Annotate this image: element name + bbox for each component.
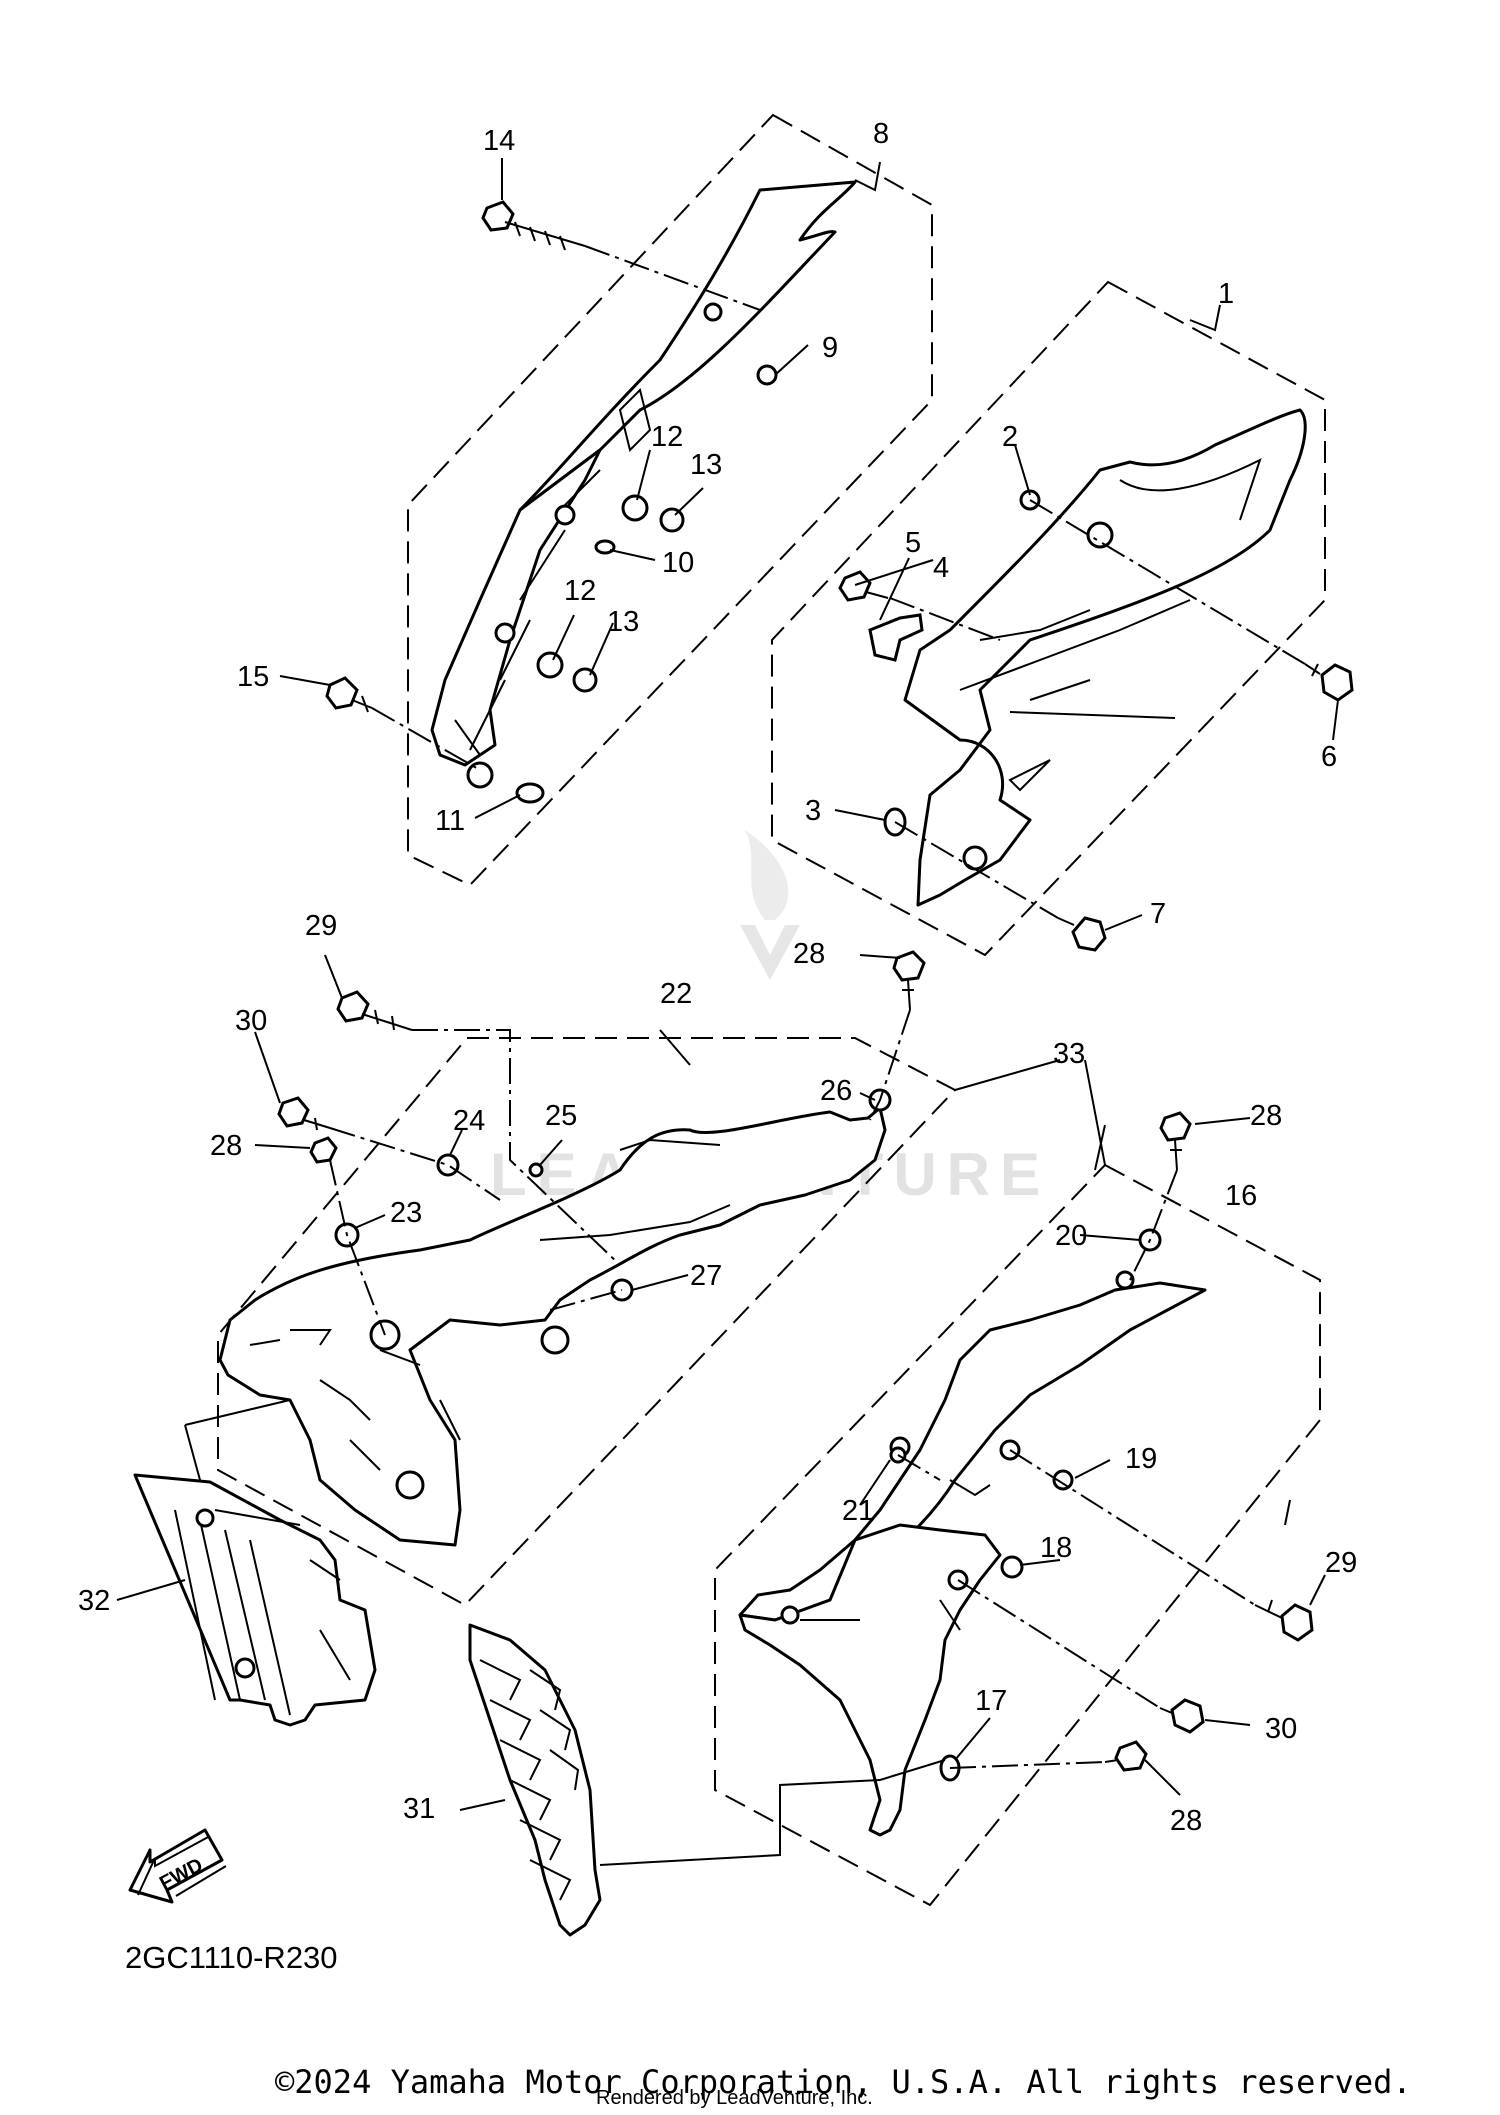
callout-30-upper: 30 (235, 1005, 267, 1037)
callout-2: 2 (1002, 421, 1018, 453)
collar-12a-part (621, 494, 649, 522)
forward-arrow: FWD (128, 1828, 227, 1904)
fastener-bolt-29-lower (1254, 1599, 1314, 1642)
callout-33: 33 (1053, 1038, 1085, 1070)
fastener-bolt-28-a (892, 950, 926, 1011)
cap-13a-part (659, 507, 685, 533)
fastener-bolt-30-upper (277, 1096, 331, 1131)
callout-28-left: 28 (210, 1130, 242, 1162)
callout-31: 31 (403, 1793, 435, 1825)
group-outline-16 (714, 1163, 1321, 1907)
fastener-bolt-30-lower (1159, 1698, 1205, 1734)
reference-lines (184, 1029, 1106, 1866)
callout-12-upper: 12 (651, 421, 683, 453)
side-cover-1 (903, 408, 1307, 907)
callout-20: 20 (1055, 1220, 1087, 1252)
fastener-bolt-28-c (1104, 1740, 1148, 1772)
callout-12-lower: 12 (564, 575, 596, 607)
fastener-bolt-7 (1057, 916, 1107, 952)
collar-24-part (436, 1153, 460, 1177)
callout-leaders (116, 158, 1339, 1811)
fastener-bolt-28-b (1159, 1111, 1192, 1171)
bracket-4-part (868, 613, 924, 662)
callout-15: 15 (237, 661, 269, 693)
callout-25: 25 (545, 1100, 577, 1132)
grommet-19-part (1052, 1469, 1074, 1491)
callout-23: 23 (390, 1197, 422, 1229)
callout-19: 19 (1125, 1443, 1157, 1475)
louver-32 (133, 1473, 377, 1727)
callout-7: 7 (1150, 898, 1166, 930)
callout-17: 17 (975, 1685, 1007, 1717)
fastener-bolt-29-upper (336, 990, 413, 1031)
callout-29-lower: 29 (1325, 1547, 1357, 1579)
callout-5: 5 (905, 527, 921, 559)
group-outline-1 (771, 280, 1326, 957)
rendered-by-note: Rendered by LeadVenture, Inc. (596, 2087, 873, 2109)
callout-6: 6 (1321, 741, 1337, 773)
callout-8: 8 (873, 118, 889, 150)
callout-21: 21 (842, 1495, 874, 1527)
louver-31 (468, 1623, 602, 1937)
diagram-reference-code: 2GC1110-R230 (125, 1940, 338, 1975)
callout-13-lower: 13 (607, 606, 639, 638)
grommet-9-part (756, 364, 778, 386)
washer-10-part (594, 539, 616, 555)
callout-30-lower: 30 (1265, 1713, 1297, 1745)
grommet-25-part (528, 1162, 544, 1178)
callout-24: 24 (453, 1105, 485, 1137)
washer-11-part (515, 782, 545, 804)
callout-29-upper: 29 (305, 910, 337, 942)
callout-28-bottom: 28 (1170, 1805, 1202, 1837)
callout-18: 18 (1040, 1532, 1072, 1564)
callout-26: 26 (820, 1075, 852, 1107)
callout-9: 9 (822, 332, 838, 364)
fastener-bolt-28-d (309, 1136, 338, 1164)
callout-28-right: 28 (1250, 1100, 1282, 1132)
fastener-bolt-14 (481, 200, 586, 251)
callout-13-upper: 13 (690, 449, 722, 481)
callout-16: 16 (1225, 1180, 1257, 1212)
callout-28-top: 28 (793, 938, 825, 970)
copyright-notice: ©2024 Yamaha Motor Corporation, U.S.A. A… (275, 2063, 1412, 2101)
fastener-bolt-6 (1304, 663, 1354, 702)
fastener-bolt-15 (325, 676, 373, 713)
callout-11: 11 (435, 805, 465, 837)
fastener-bolt-5 (838, 570, 889, 602)
callout-27: 27 (690, 1260, 722, 1292)
collar-12b-part (536, 651, 564, 679)
shroud-16 (738, 1270, 1207, 1837)
callout-1: 1 (1218, 278, 1234, 310)
callout-14: 14 (483, 125, 515, 157)
bracket-22 (218, 1106, 887, 1547)
washer-18-part (1000, 1555, 1024, 1579)
axis-lines (329, 245, 1306, 1769)
group-outline-22 (217, 1037, 957, 1607)
callout-4: 4 (933, 552, 949, 584)
cap-13b-part (572, 667, 598, 693)
callout-32: 32 (78, 1585, 110, 1617)
callout-22: 22 (660, 978, 692, 1010)
callout-10: 10 (662, 547, 694, 579)
callout-labels: 14 8 9 1 2 12 13 10 12 13 15 11 3 4 5 6 … (78, 118, 1357, 1837)
shroud-panel-8 (430, 180, 857, 789)
callout-3: 3 (805, 795, 821, 827)
